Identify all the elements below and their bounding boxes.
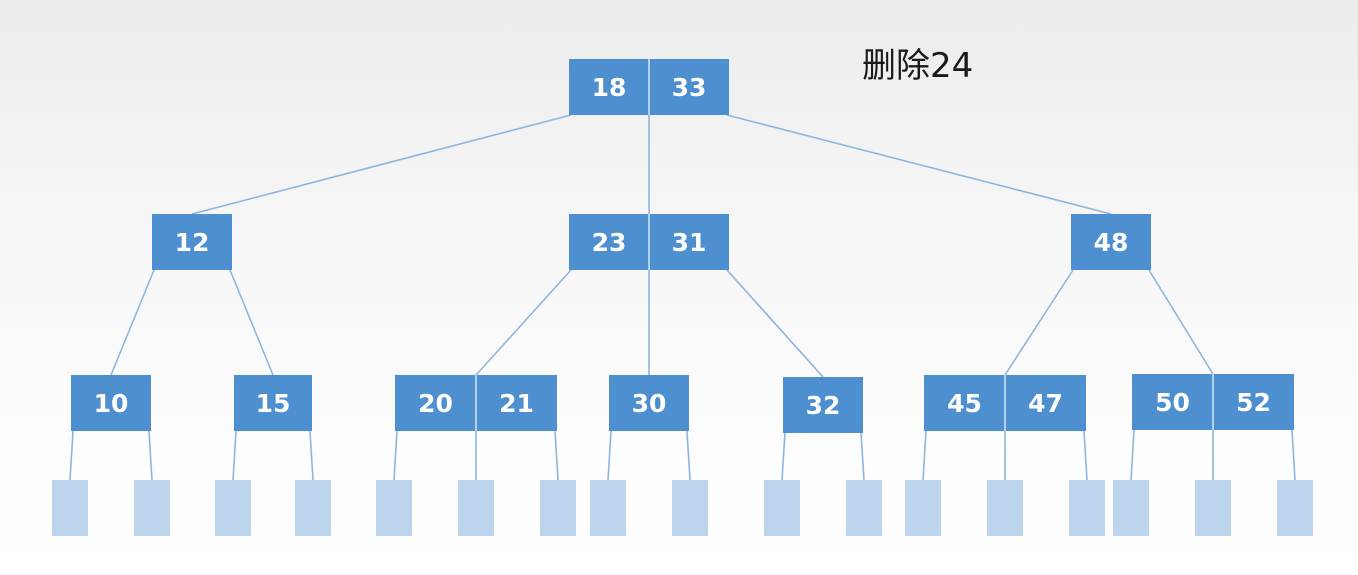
edge-l2-right-l3-f: [1004, 269, 1074, 376]
null-leaf-l3-a-1: [134, 480, 170, 536]
null-leaf-l3-e-1: [846, 480, 882, 536]
null-leaf-l3-d-0: [590, 480, 626, 536]
null-leaf-l3-c-2: [540, 480, 576, 536]
leaf-edge-l3-e-0: [781, 432, 786, 481]
node-key: 20: [418, 389, 453, 418]
node-box: [783, 377, 863, 433]
operation-caption: 删除24: [862, 46, 973, 86]
node-key: 31: [672, 228, 707, 257]
node-key: 47: [1028, 389, 1063, 418]
node-key: 12: [175, 228, 210, 257]
leaf-edge-l3-a-1: [148, 430, 153, 481]
node-l3-f: 45 47: [924, 375, 1086, 431]
null-leaf-l3-e-0: [764, 480, 800, 536]
leaf-edge-l3-e-1: [860, 432, 865, 481]
edge-l2-left-l3-a: [110, 269, 155, 376]
leaf-edge-l3-f-0: [922, 430, 927, 481]
edge-l2-right-l3-g: [1148, 269, 1214, 375]
node-box: [609, 375, 689, 431]
leaf-edge-l3-g-0: [1130, 429, 1135, 481]
leaf-edges: [69, 429, 1296, 481]
leaf-edge-l3-c-0: [393, 430, 398, 481]
leaf-edge-l3-c-2: [554, 430, 559, 481]
node-l3-d: 30: [609, 375, 689, 431]
node-key: 33: [672, 73, 707, 102]
null-leaf-l3-f-1: [987, 480, 1023, 536]
leaf-edge-l3-b-1: [309, 430, 314, 481]
node-l3-b: 15: [234, 375, 312, 431]
edge-l2-middle-l3-e: [726, 269, 824, 378]
node-box: [234, 375, 312, 431]
node-l3-a: 10: [71, 375, 151, 431]
edge-l2-left-l3-b: [229, 269, 274, 376]
null-leaf-l3-b-1: [295, 480, 331, 536]
leaf-edge-l3-d-1: [686, 430, 691, 481]
null-leaf-l3-c-1: [458, 480, 494, 536]
edge-root-l2-left: [191, 114, 572, 215]
node-key: 32: [806, 391, 841, 420]
null-leaf-l3-f-0: [905, 480, 941, 536]
null-leaf-l3-f-2: [1069, 480, 1105, 536]
node-key: 10: [94, 389, 129, 418]
node-box: [152, 214, 232, 270]
leaf-edge-l3-g-2: [1291, 429, 1296, 481]
null-leaves: [52, 480, 1313, 536]
node-l3-e: 32: [783, 377, 863, 433]
null-leaf-l3-d-1: [672, 480, 708, 536]
node-key: 52: [1236, 388, 1271, 417]
edge-l2-middle-l3-c: [475, 269, 572, 376]
null-leaf-l3-g-2: [1277, 480, 1313, 536]
edge-root-l2-right: [726, 114, 1112, 215]
leaf-edge-l3-f-2: [1083, 430, 1088, 481]
node-key: 18: [592, 73, 627, 102]
node-box: [1071, 214, 1151, 270]
node-key: 50: [1155, 388, 1190, 417]
node-key: 45: [947, 389, 982, 418]
node-l3-g: 50 52: [1132, 374, 1294, 430]
node-key: 30: [632, 389, 667, 418]
node-key: 21: [499, 389, 534, 418]
node-l2-middle: 23 31: [569, 214, 729, 270]
null-leaf-l3-b-0: [215, 480, 251, 536]
null-leaf-l3-g-1: [1195, 480, 1231, 536]
tree-edges: [110, 114, 1214, 378]
null-leaf-l3-g-0: [1113, 480, 1149, 536]
null-leaf-l3-a-0: [52, 480, 88, 536]
node-key: 15: [256, 389, 291, 418]
node-l2-right: 48: [1071, 214, 1151, 270]
leaf-edge-l3-a-0: [69, 430, 74, 481]
node-box: [71, 375, 151, 431]
node-l2-left: 12: [152, 214, 232, 270]
leaf-edge-l3-d-0: [607, 430, 612, 481]
leaf-edge-l3-b-0: [232, 430, 237, 481]
null-leaf-l3-c-0: [376, 480, 412, 536]
node-key: 48: [1094, 228, 1129, 257]
node-key: 23: [592, 228, 627, 257]
